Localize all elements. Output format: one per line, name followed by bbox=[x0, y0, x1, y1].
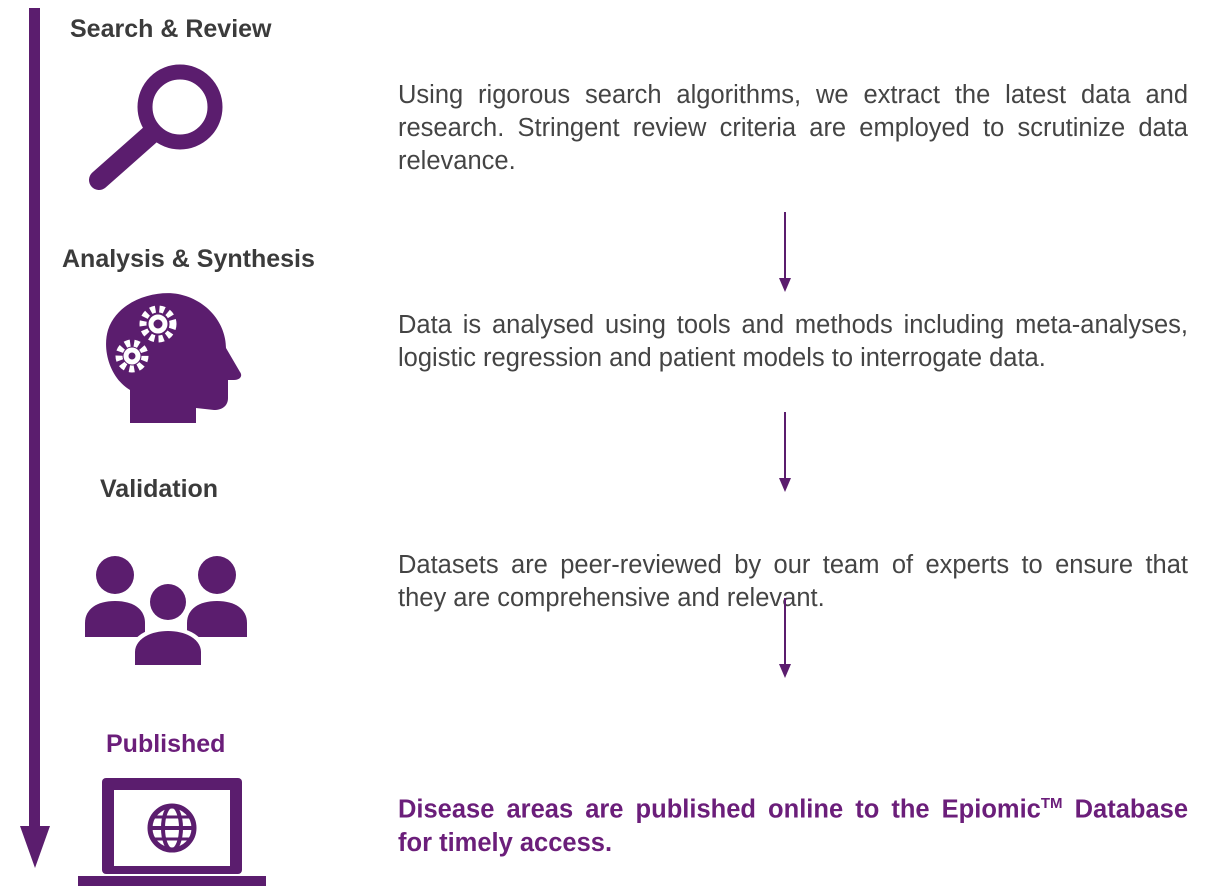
step-description-published: Disease areas are published online to th… bbox=[398, 787, 1188, 860]
timeline-arrow bbox=[20, 8, 50, 868]
connector-arrow-2 bbox=[779, 412, 791, 492]
magnifier-icon bbox=[89, 64, 223, 190]
head-gears-icon bbox=[106, 293, 242, 423]
step-title-published: Published bbox=[106, 730, 226, 758]
step-title-search-review: Search & Review bbox=[70, 15, 272, 43]
step-description-validation: Datasets are peer-reviewed by our team o… bbox=[398, 551, 1188, 612]
connector-arrow-1 bbox=[779, 212, 791, 292]
laptop-globe-icon bbox=[78, 778, 266, 886]
connector-arrow-3 bbox=[779, 598, 791, 678]
step-description-analysis-synthesis: Data is analysed using tools and methods… bbox=[398, 311, 1188, 372]
published-text-main: Disease areas are published online to th… bbox=[398, 795, 1041, 824]
trademark-mark: TM bbox=[1040, 795, 1063, 812]
published-text-tail: Database for timely access. bbox=[398, 795, 1188, 857]
people-group-icon bbox=[85, 556, 247, 665]
step-description-search-review: Using rigorous search algorithms, we ext… bbox=[398, 81, 1188, 175]
step-title-validation: Validation bbox=[100, 475, 219, 503]
step-title-analysis-synthesis: Analysis & Synthesis bbox=[62, 245, 315, 273]
